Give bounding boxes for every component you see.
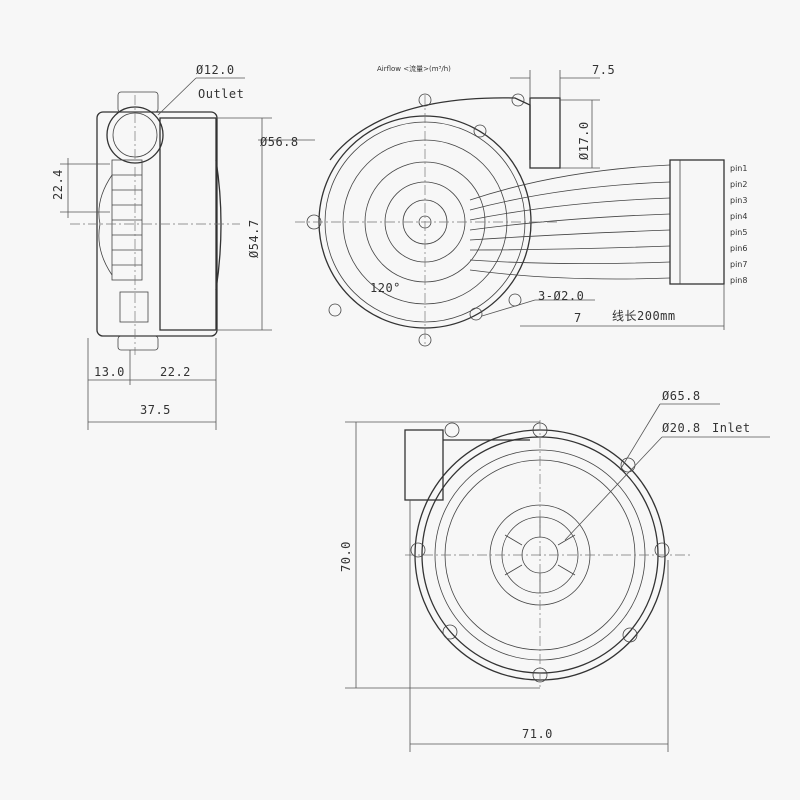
dim-inlet-diameter: Ø20.8 [662, 421, 701, 435]
dim-7-5: 7.5 [592, 63, 615, 77]
inlet-view: Ø65.8 Ø20.8 Inlet 70.0 71.0 [339, 389, 770, 752]
front-view: Airflow <流量>(m³/h) 7.5 Ø17.0 120° 3-Ø2.0… [295, 63, 747, 347]
dim-hole-depth: 7 [574, 311, 582, 325]
dim-17-0: Ø17.0 [577, 121, 591, 160]
dim-angle-120: 120° [370, 281, 401, 295]
inlet-label: Inlet [712, 421, 751, 435]
dim-70-0: 70.0 [339, 541, 353, 572]
dim-56-8: Ø56.8 [260, 135, 299, 149]
pin-4-label: pin4 [730, 212, 747, 221]
dim-65-8: Ø65.8 [662, 389, 701, 403]
side-view: 22.4 Ø54.7 Ø56.8 Ø12.0 Outlet 13.0 22.2 … [51, 63, 315, 430]
dim-holes: 3-Ø2.0 [538, 289, 584, 303]
dim-37-5: 37.5 [140, 403, 171, 417]
outlet-label: Outlet [198, 87, 244, 101]
pin-5-label: pin5 [730, 228, 747, 237]
dim-71-0: 71.0 [522, 727, 553, 741]
pin-2-label: pin2 [730, 180, 747, 189]
pin-6-label: pin6 [730, 244, 747, 253]
pin-8-label: pin8 [730, 276, 747, 285]
pin-7-label: pin7 [730, 260, 747, 269]
dim-54-7: Ø54.7 [247, 219, 261, 258]
airflow-note: Airflow <流量>(m³/h) [377, 64, 451, 73]
dim-outlet-diameter: Ø12.0 [196, 63, 235, 77]
dim-22-4: 22.4 [51, 169, 65, 200]
dim-cable-length: 线长200mm [612, 309, 676, 323]
pin-1-label: pin1 [730, 164, 747, 173]
pin-3-label: pin3 [730, 196, 747, 205]
dim-22-2: 22.2 [160, 365, 191, 379]
dim-13-0: 13.0 [94, 365, 125, 379]
